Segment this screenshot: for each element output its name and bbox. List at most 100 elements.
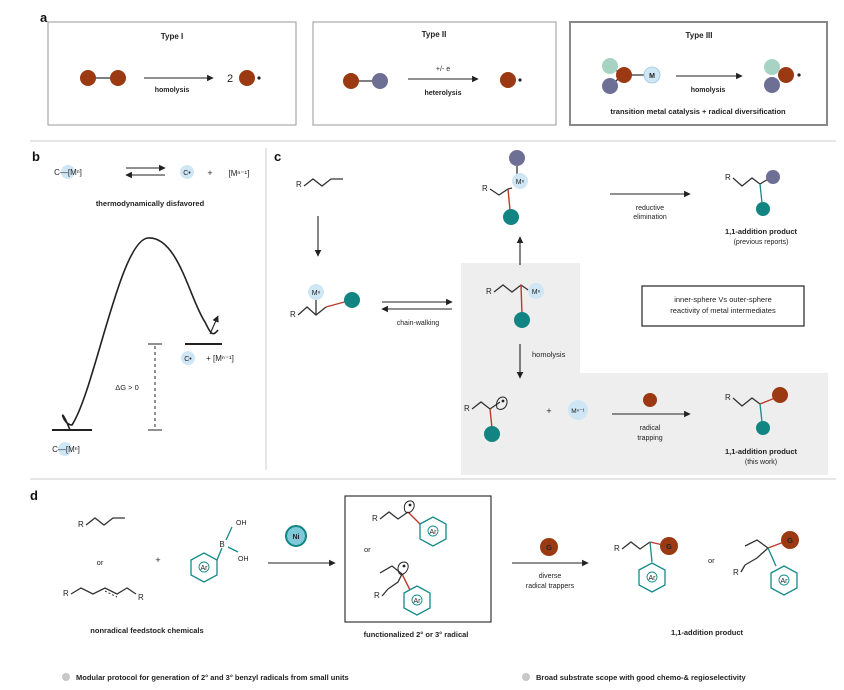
d-g-product2: G	[787, 536, 793, 545]
panel-label-a: a	[40, 10, 48, 25]
b-caption: thermodynamically disfavored	[96, 199, 205, 208]
prev-sub: (previous reports)	[734, 239, 789, 246]
teal-atom	[344, 292, 360, 308]
carbon-circle	[181, 351, 195, 365]
panel-label-b: b	[32, 149, 40, 164]
c-metal-center: Mⁿ	[532, 289, 541, 296]
brown-radical	[239, 70, 255, 86]
c-metal-n1: Mⁿ⁻¹	[571, 408, 585, 415]
g-circle	[660, 537, 678, 555]
energy-curve	[61, 237, 219, 431]
b-high-radical: C•	[184, 356, 192, 363]
radical-dot	[402, 564, 406, 568]
c-plus: +	[546, 406, 551, 416]
c-r-center: R	[486, 287, 492, 296]
g-circle	[781, 531, 799, 549]
d-plus: +	[155, 555, 160, 565]
type1-title: Type I	[161, 32, 184, 41]
teal-atom	[756, 202, 770, 216]
type2-arrow-label: heterolysis	[425, 90, 462, 97]
d-r-product2: R	[733, 568, 739, 577]
b-right-metal: [Mⁿ⁻¹]	[229, 169, 250, 178]
c-metal-n: Mⁿ	[312, 290, 321, 297]
this-sub: (this work)	[745, 459, 777, 466]
aryl-ring	[190, 552, 218, 583]
reductive-line2: elimination	[633, 214, 667, 221]
delta-g: ΔG > 0	[115, 383, 139, 392]
brown-atom	[80, 70, 96, 86]
diverse-line1: diverse	[539, 573, 562, 580]
type3-metal: M	[649, 73, 655, 80]
prev-title: 1,1-addition product	[725, 227, 798, 236]
d-ar-radical1: Ar	[430, 529, 438, 536]
b-high-metal: + [Mⁿ⁻¹]	[206, 354, 234, 363]
brown-atom	[616, 67, 632, 83]
c-metal-top: Mⁿ	[516, 179, 525, 186]
c-r-prev: R	[725, 173, 731, 182]
purple-atom	[766, 170, 780, 184]
type2-arrow-top: +/- e	[436, 66, 450, 73]
d-oh2: OH	[238, 556, 249, 563]
radical-dot	[797, 73, 801, 77]
purple-atom	[602, 78, 618, 94]
d-oh1: OH	[236, 520, 247, 527]
panel-label-d: d	[30, 488, 38, 503]
metal-circle	[568, 400, 588, 420]
p-orbital	[496, 396, 508, 410]
d-g-trapper: G	[546, 543, 552, 552]
purple-atom	[764, 77, 780, 93]
type1-coefficient: 2	[227, 73, 233, 85]
brown-atom	[772, 387, 788, 403]
radical-dot	[501, 399, 505, 403]
d-g-product1: G	[666, 542, 672, 551]
type1-box	[47, 21, 297, 126]
diverse-line2: radical trappers	[526, 583, 575, 590]
carbon-circle	[58, 442, 72, 456]
homolysis-label-c: homolysis	[532, 350, 566, 359]
metal-circle	[512, 173, 528, 189]
d-ar-boronic: Ar	[201, 565, 209, 572]
shaded-region	[461, 263, 828, 475]
radical-dot	[257, 76, 261, 80]
type2-box	[312, 21, 557, 126]
radical-caption: functionalized 2° or 3° radical	[364, 630, 469, 639]
panel-label-c: c	[274, 149, 281, 164]
b-right-radical: C•	[183, 170, 191, 177]
teal-atom	[514, 312, 530, 328]
chain-walking-label: chain-walking	[397, 320, 440, 327]
mint-atom	[764, 59, 780, 75]
aryl-ring	[638, 562, 666, 593]
box-line1: inner-sphere Vs outer-sphere	[674, 295, 772, 304]
product-caption: 1,1-addition product	[671, 628, 744, 637]
type3-title: Type III	[686, 31, 713, 40]
bullet-dot	[62, 673, 70, 681]
d-ar-product2: Ar	[781, 578, 789, 585]
carbon-circle	[61, 165, 75, 179]
radical-dot	[408, 503, 412, 507]
c-r-radical: R	[464, 404, 470, 413]
teal-atom	[503, 209, 519, 225]
d-r-internal1: R	[63, 589, 69, 598]
teal-atom	[484, 426, 500, 442]
metal-circle	[528, 283, 544, 299]
aryl-ring	[419, 516, 447, 547]
inner-outer-box	[641, 285, 805, 327]
metal-circle	[643, 66, 661, 84]
d-r-product1: R	[614, 544, 620, 553]
c-r-this: R	[725, 393, 731, 402]
type3-arrow-label: homolysis	[691, 87, 726, 94]
feedstock-caption: nonradical feedstock chemicals	[90, 626, 203, 635]
metal-circle	[308, 284, 324, 300]
type1-arrow-label: homolysis	[155, 87, 190, 94]
curve-arrow	[209, 315, 219, 335]
d-ar-radical2: Ar	[414, 598, 422, 605]
radical-box	[344, 495, 492, 623]
d-r-radical1: R	[372, 514, 378, 523]
d-or-product: or	[708, 556, 715, 565]
purple-atom	[372, 73, 388, 89]
type3-box	[569, 21, 828, 126]
box-line2: reactivity of metal intermediates	[670, 306, 776, 315]
bullet2: Broad substrate scope with good chemo-& …	[536, 673, 746, 682]
carbon-circle	[180, 165, 194, 179]
